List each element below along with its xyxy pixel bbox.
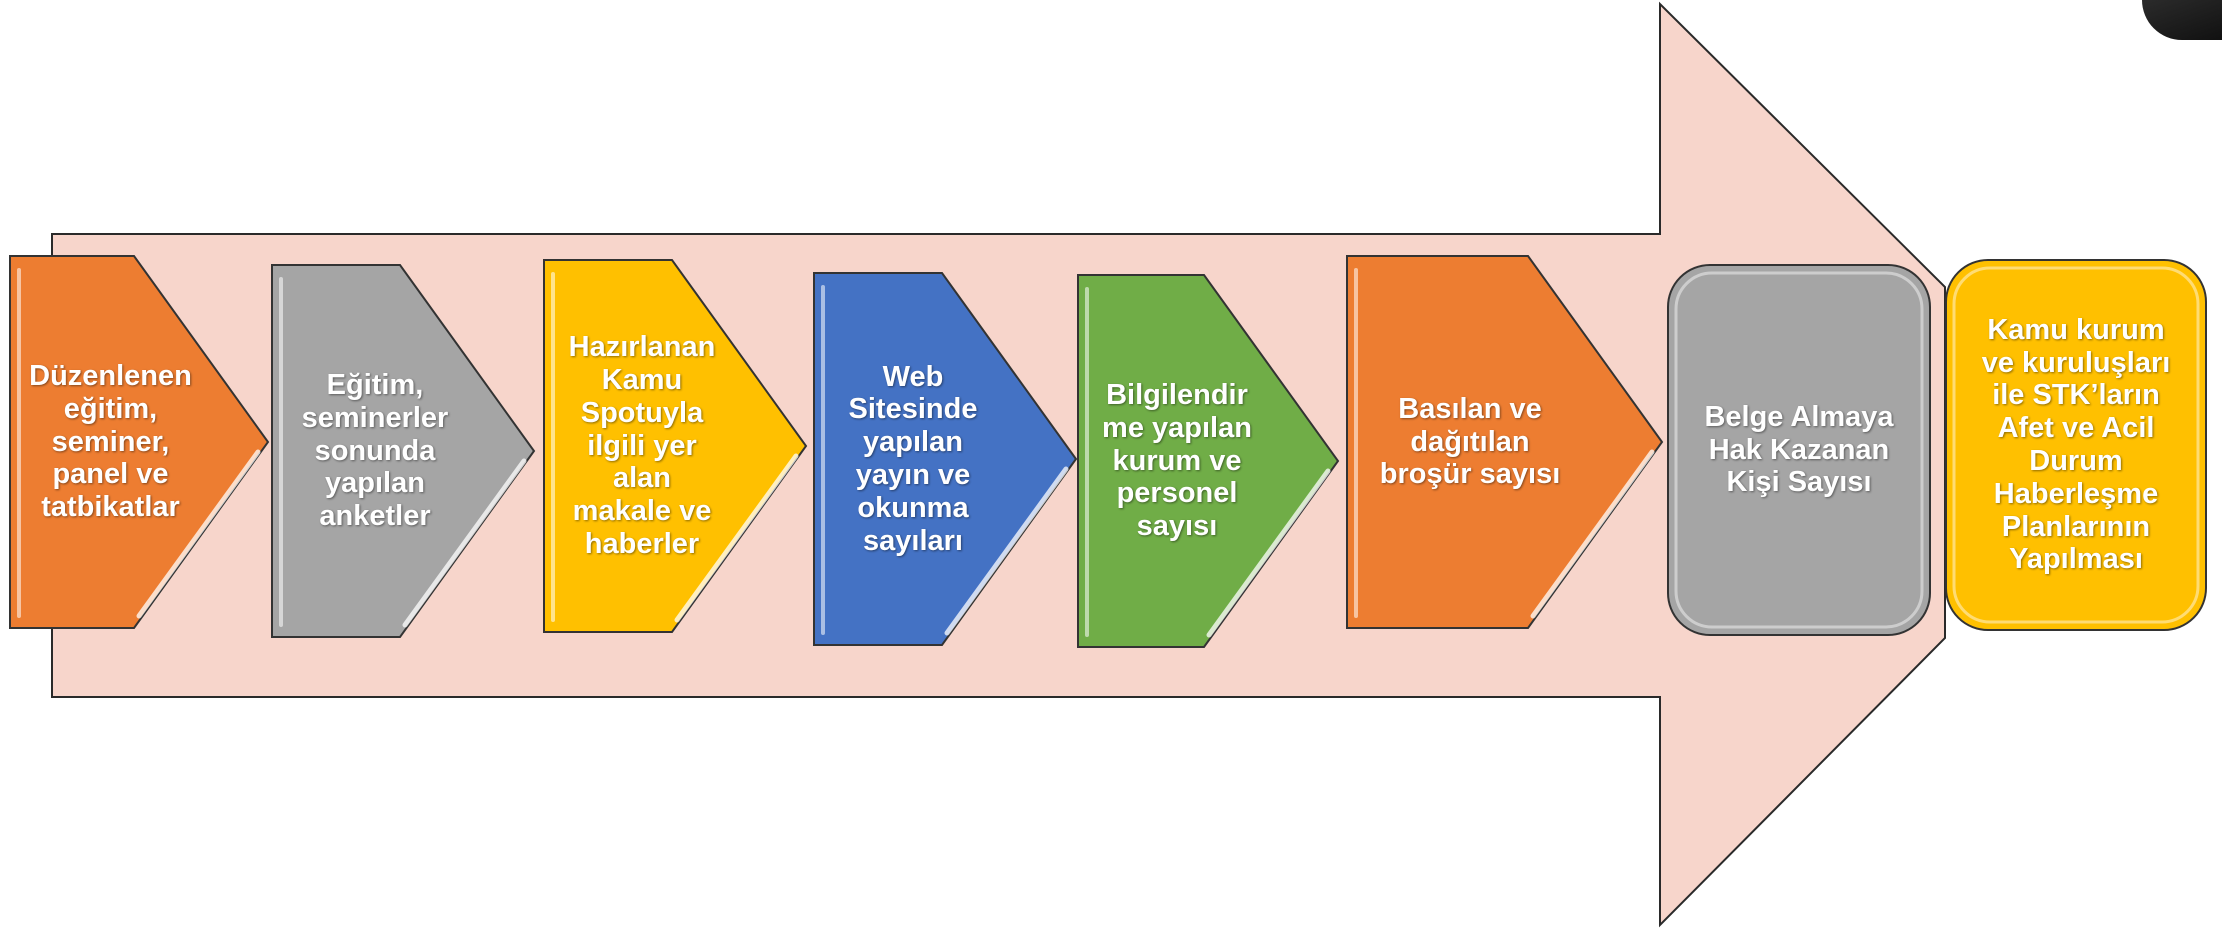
step-shape xyxy=(543,259,808,633)
step-shape xyxy=(9,255,270,629)
step-highlight xyxy=(402,458,527,628)
step-shape xyxy=(1346,255,1664,629)
process-step xyxy=(1077,274,1340,648)
step-shape xyxy=(271,264,536,638)
step-shape xyxy=(1077,274,1340,648)
step-shape xyxy=(1945,259,2207,631)
process-step xyxy=(9,255,270,629)
process-step xyxy=(1667,264,1931,636)
process-step xyxy=(271,264,536,638)
step-highlight xyxy=(1674,271,1924,629)
process-step xyxy=(1346,255,1664,629)
step-shape xyxy=(813,272,1078,646)
step-highlight xyxy=(1952,266,2200,624)
process-step xyxy=(1945,259,2207,631)
step-highlight xyxy=(1530,449,1655,619)
step-highlight xyxy=(1206,468,1331,638)
process-step xyxy=(813,272,1078,646)
step-highlight xyxy=(136,449,261,619)
step-shape xyxy=(1667,264,1931,636)
process-step xyxy=(543,259,808,633)
step-highlight xyxy=(944,466,1069,636)
step-highlight xyxy=(674,453,799,623)
